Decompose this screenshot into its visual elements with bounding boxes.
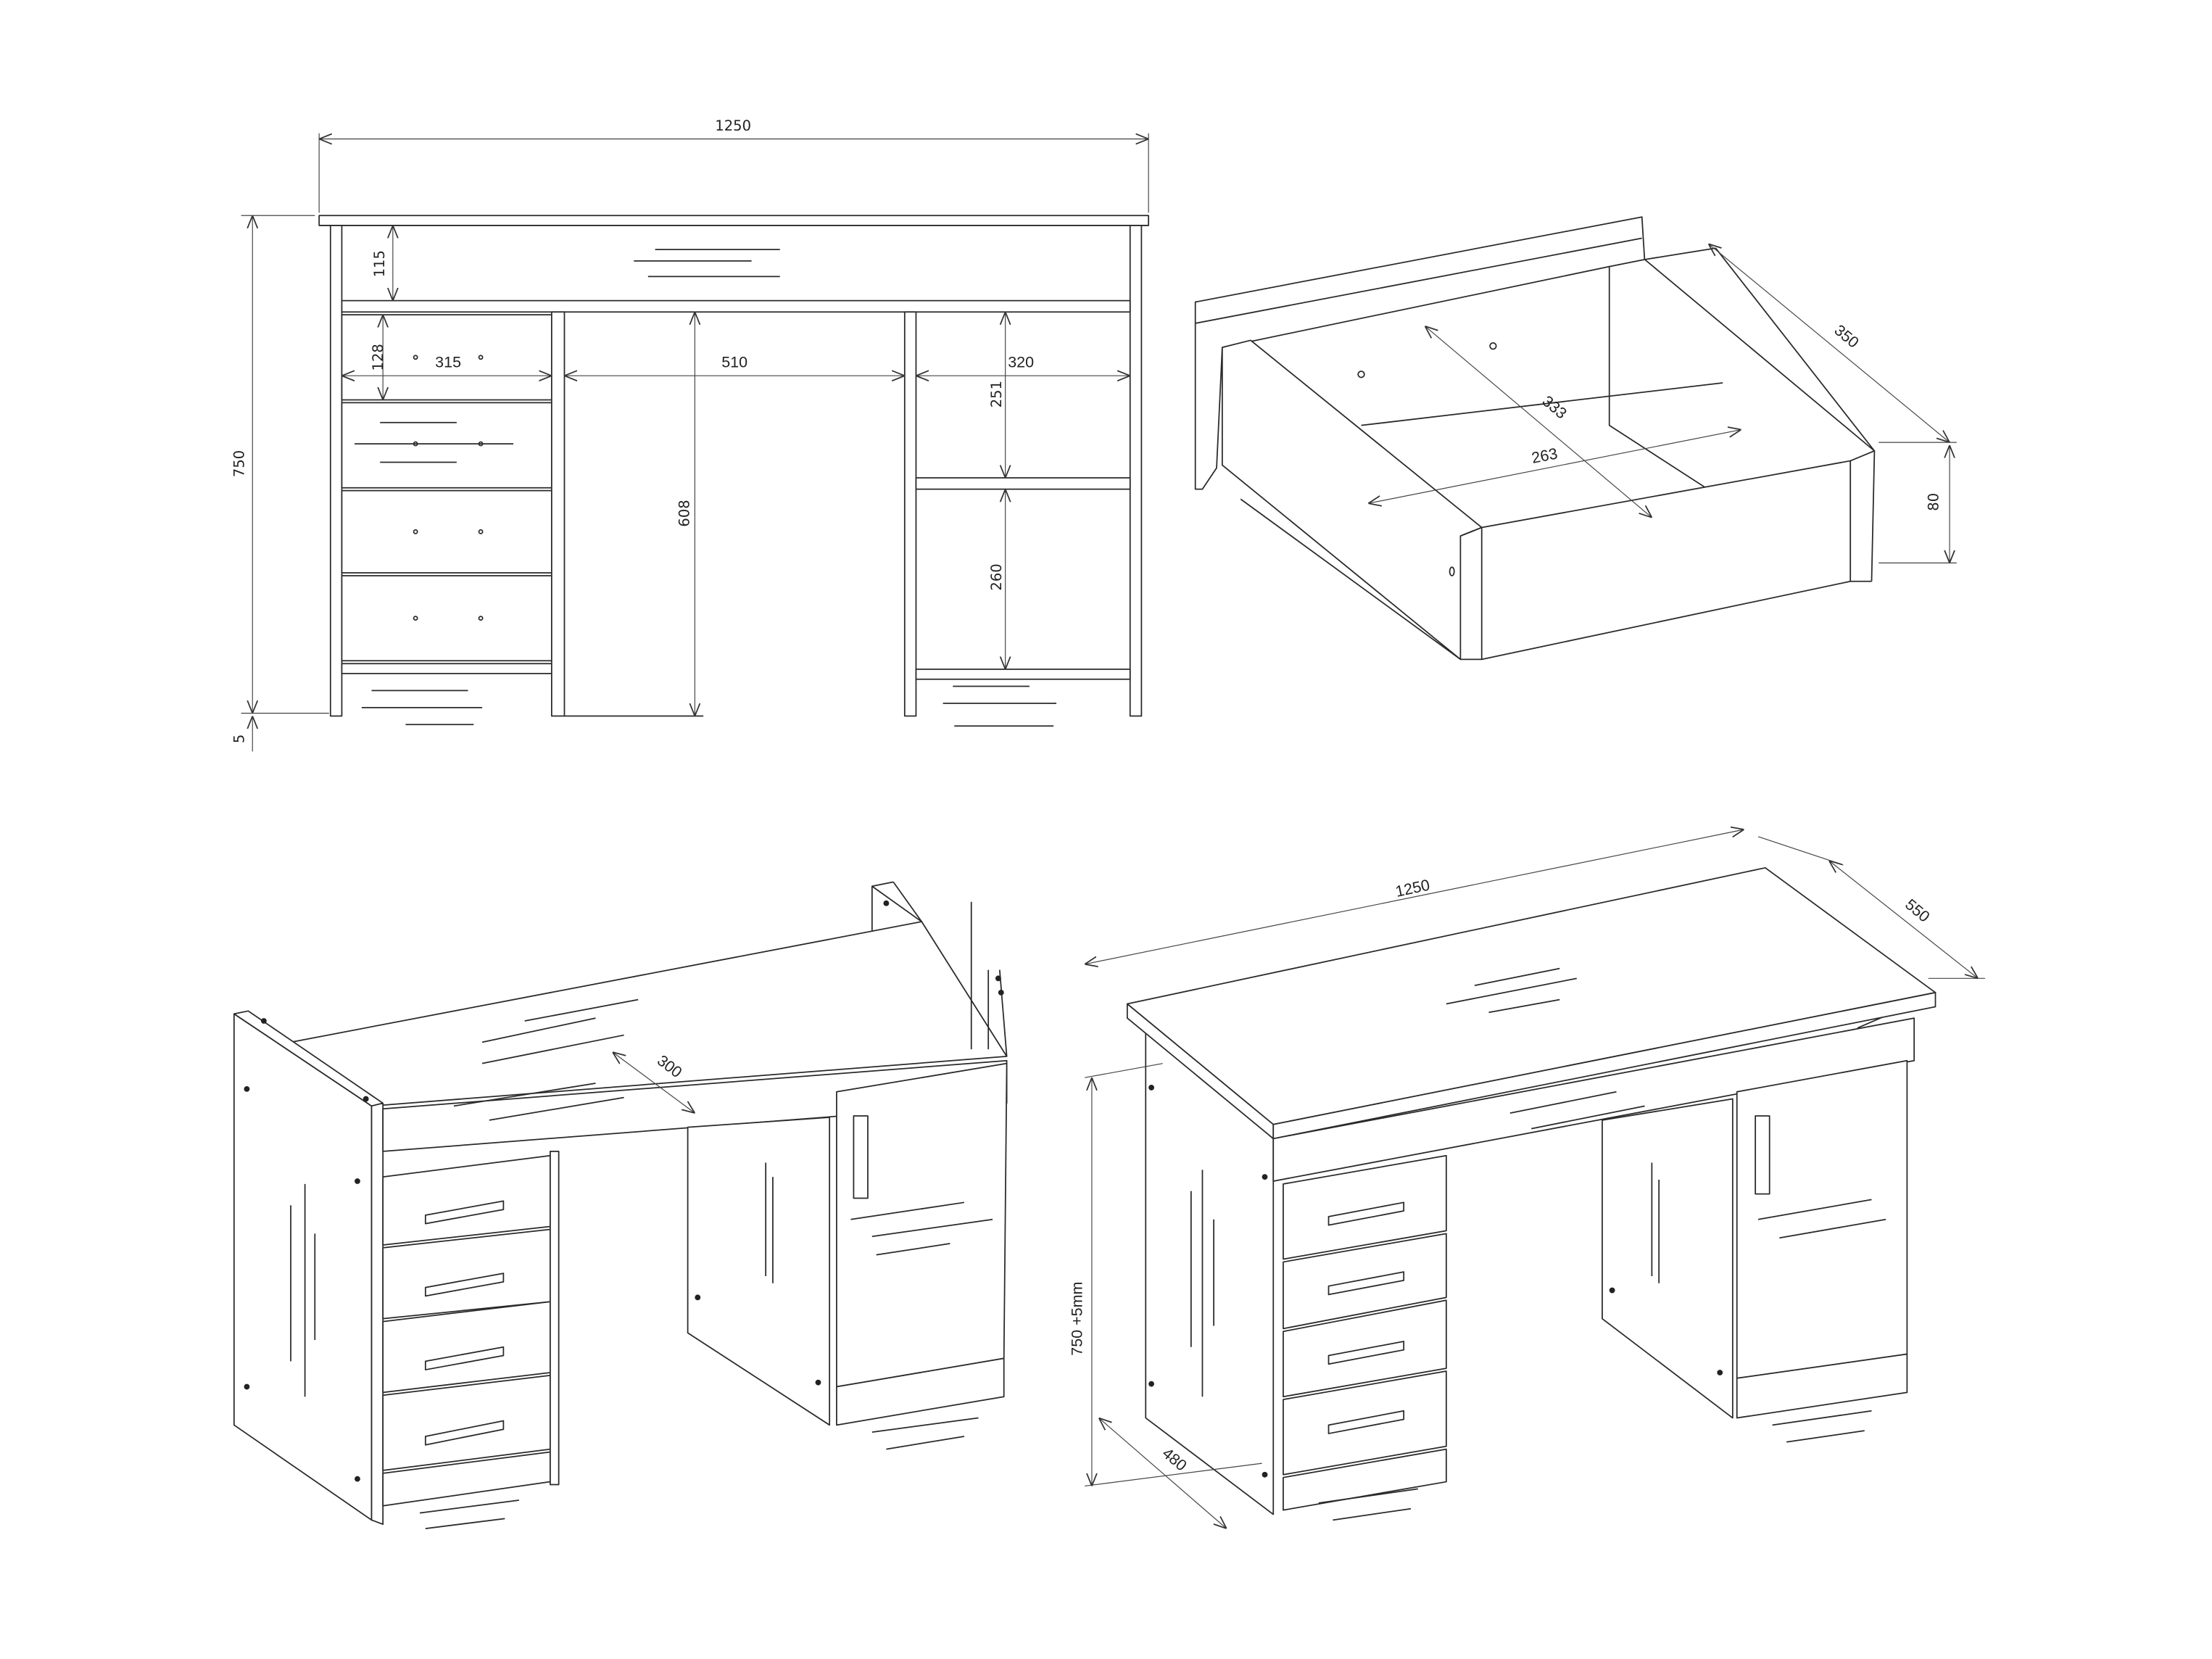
screw-holes — [244, 900, 1004, 1482]
dim-leveler-height: 5 — [231, 735, 248, 743]
dimension-lines — [1085, 830, 1985, 1528]
isometric-back-view: 300 — [233, 881, 1008, 1529]
drawer-handle — [1327, 1201, 1405, 1226]
dim-drawer-depth: 350 — [1831, 321, 1862, 351]
dim-drawer-inner-depth: 333 — [1539, 392, 1570, 422]
drawer-handle — [424, 1200, 505, 1225]
dim-knee-space-height: 608 — [676, 500, 693, 526]
dim-pedestal-depth: 480 — [1159, 1444, 1190, 1474]
cabinet-door — [836, 1062, 1008, 1388]
plinth-rail — [341, 663, 552, 674]
cabinet-plinth — [915, 669, 1131, 680]
dim-cabinet-width: 320 — [1008, 353, 1034, 371]
side-front-edge — [370, 1102, 384, 1526]
dim-drawer-width: 315 — [435, 353, 461, 371]
cabinet-door — [1736, 1059, 1908, 1379]
drawer-4 — [341, 575, 552, 662]
surface-hatch — [290, 998, 993, 1529]
drawers — [1283, 1154, 1447, 1511]
dim-drawer-inner-width: 263 — [1530, 444, 1559, 466]
dim-lower-compartment-height: 260 — [988, 563, 1005, 590]
dim-desk-depth: 550 — [1902, 895, 1933, 925]
drawer-3 — [341, 489, 552, 574]
dim-drawer-height: 80 — [1925, 493, 1942, 511]
surface-hatch — [1190, 967, 1886, 1521]
screw-holes — [1148, 1085, 1723, 1478]
door-handle — [853, 1115, 869, 1199]
door-handle — [1755, 1115, 1770, 1195]
dim-top-box-height: 115 — [371, 250, 388, 277]
dim-drawer-height: 128 — [370, 344, 386, 371]
right-divider — [903, 311, 917, 717]
right-pedestal-side — [1602, 1098, 1733, 1419]
desktop-front-edge — [1272, 992, 1936, 1140]
right-pedestal-side — [687, 1117, 831, 1426]
drawer-handle — [424, 1273, 505, 1297]
isometric-front-view: 1250 550 750 +5mm 480 — [1068, 830, 1985, 1528]
dim-upper-compartment-height: 251 — [988, 381, 1005, 407]
drawer-handle — [1327, 1410, 1405, 1434]
front-view: 1250 115 128 315 510 320 251 608 260 750… — [231, 117, 1150, 752]
drawer-left-side — [1221, 339, 1483, 661]
top-box-hatch — [634, 249, 780, 278]
drawer-2 — [341, 402, 552, 489]
cabinet-plinth — [1736, 1353, 1908, 1419]
drawer-handle — [424, 1346, 505, 1370]
drawer-detail-view: 350 333 263 80 — [1194, 216, 1957, 661]
dim-desk-width: 1250 — [1394, 876, 1432, 900]
drawer-column — [341, 314, 552, 726]
drawer-1 — [341, 314, 552, 401]
drawer-handle — [424, 1420, 505, 1446]
knob-holes — [413, 355, 484, 621]
right-side-panel — [1129, 225, 1143, 717]
drawer-handle — [1327, 1341, 1405, 1365]
drawer-handle — [1327, 1271, 1405, 1296]
upper-shelf — [341, 299, 1131, 313]
cabinet-shelf — [915, 477, 1131, 490]
drawers — [382, 1151, 560, 1507]
left-divider — [550, 311, 566, 717]
drawer-back-board — [1480, 460, 1852, 661]
dim-knee-space-width: 510 — [721, 353, 747, 371]
dim-overall-height: 750 — [231, 450, 248, 477]
dim-overall-width: 1250 — [715, 117, 751, 134]
front-rail — [1272, 1017, 1915, 1182]
cabinet-plinth — [836, 1357, 1005, 1426]
dim-desk-height: 750 +5mm — [1068, 1282, 1085, 1356]
left-side-panel — [329, 225, 343, 717]
desktop-panel — [318, 215, 1150, 226]
dimension-lines — [241, 133, 1149, 752]
